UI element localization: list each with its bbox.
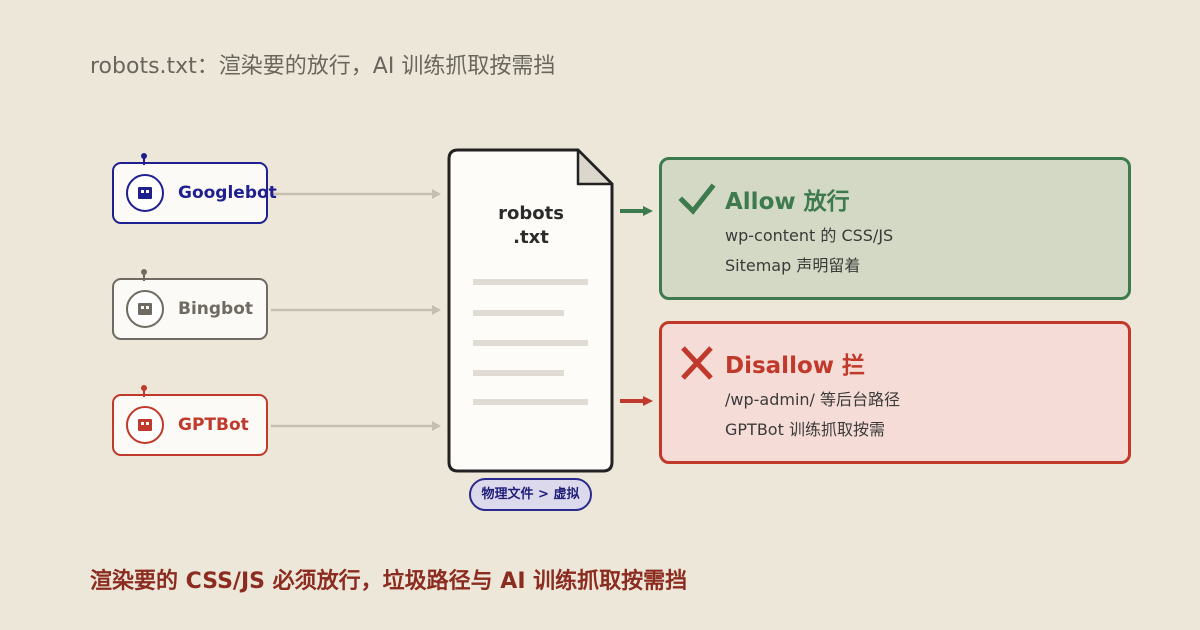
robot-icon bbox=[126, 290, 164, 328]
antenna-icon bbox=[143, 157, 145, 165]
footer-summary: 渲染要的 CSS/JS 必须放行，垃圾路径与 AI 训练抓取按需挡 bbox=[90, 569, 688, 594]
page-title: robots.txt：渲染要的放行，AI 训练抓取按需挡 bbox=[90, 54, 556, 79]
output-arrows bbox=[620, 206, 653, 406]
antenna-icon bbox=[143, 389, 145, 397]
bot-name: Googlebot bbox=[178, 183, 277, 203]
disallow-item: /wp-admin/ 等后台路径 bbox=[725, 390, 901, 409]
physical-over-virtual-tag: 物理文件 > 虚拟 bbox=[469, 478, 592, 511]
cross-icon bbox=[681, 346, 713, 380]
robot-icon bbox=[126, 174, 164, 212]
bot-gptbot: GPTBot bbox=[112, 385, 268, 456]
bot-bingbot: Bingbot bbox=[112, 269, 268, 340]
disallow-box: Disallow 拦 /wp-admin/ 等后台路径 GPTBot 训练抓取按… bbox=[659, 321, 1131, 464]
allow-item: wp-content 的 CSS/JS bbox=[725, 226, 894, 245]
antenna-icon bbox=[143, 273, 145, 281]
allow-box: Allow 放行 wp-content 的 CSS/JS Sitemap 声明留… bbox=[659, 157, 1131, 300]
disallow-title: Disallow 拦 bbox=[725, 353, 866, 379]
bot-name: GPTBot bbox=[178, 415, 249, 435]
allow-title: Allow 放行 bbox=[725, 189, 850, 215]
bot-arrows bbox=[271, 189, 441, 431]
robots-document bbox=[447, 148, 614, 473]
document-name-line1: robots bbox=[498, 203, 564, 224]
allow-item: Sitemap 声明留着 bbox=[725, 256, 861, 275]
bot-googlebot: Googlebot bbox=[112, 153, 277, 224]
check-icon bbox=[678, 183, 716, 215]
bot-name: Bingbot bbox=[178, 299, 254, 319]
robot-icon bbox=[126, 406, 164, 444]
document-name-line2: .txt bbox=[513, 227, 549, 248]
disallow-item: GPTBot 训练抓取按需 bbox=[725, 420, 885, 439]
